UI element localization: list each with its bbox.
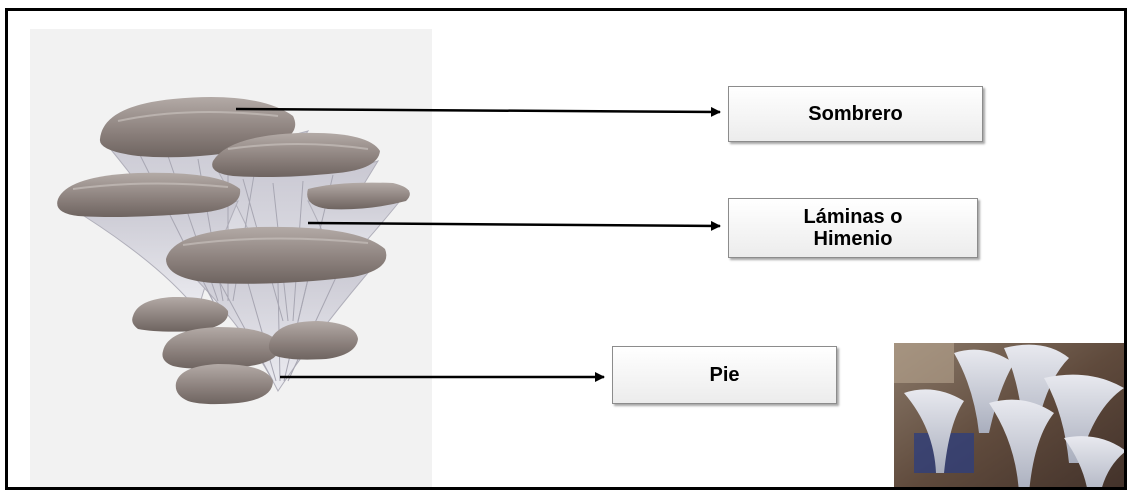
diagram-frame: Sombrero Láminas o Himenio Pie [5,8,1127,490]
label-sombrero: Sombrero [728,86,983,142]
oyster-mushroom-illustration [57,97,410,405]
label-laminas-line2: Himenio [813,228,893,250]
arrows-layer [235,106,721,382]
label-laminas-text: Láminas o Himenio [804,206,903,250]
arrow-laminas [307,220,721,231]
label-laminas: Láminas o Himenio [728,198,978,258]
label-sombrero-text: Sombrero [808,103,903,125]
label-laminas-line1: Láminas o [803,206,903,228]
label-pie-text: Pie [709,364,740,386]
arrow-sombrero [235,106,721,117]
oyster-mushroom-photo [894,343,1124,487]
photo-mushroom-icon [894,343,1124,487]
label-pie: Pie [612,346,837,404]
